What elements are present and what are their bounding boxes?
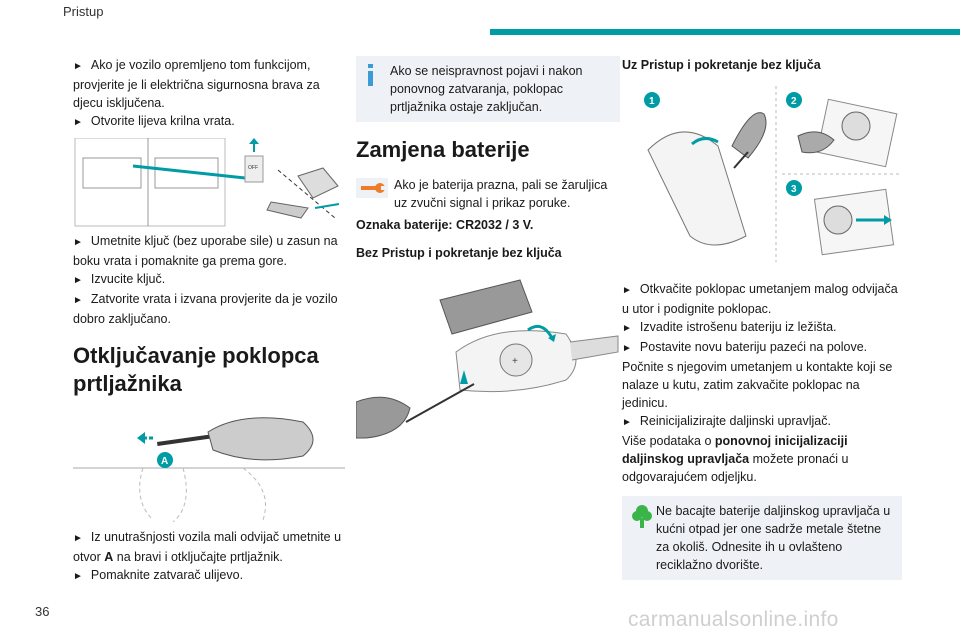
- van-door-illustration: OFF: [73, 137, 345, 228]
- section-heading: Otključavanje poklopca prtljažnika: [73, 343, 319, 396]
- step-text: Umetnite ključ (bez uporabe sile) u zasu…: [73, 232, 345, 270]
- keyless-battery-illustration: 1 2 3: [622, 86, 902, 262]
- step-text: Iz unutrašnjosti vozila mali odvijač ume…: [73, 528, 345, 566]
- step-text: Otvorite lijeva krilna vrata.: [73, 112, 345, 132]
- column-2: Ako se neispravnost pojavi i nakon ponov…: [355, 56, 620, 440]
- step-1-label: 1: [649, 96, 655, 107]
- paragraph-text: Počnite s njegovim umetanjem u kontakte …: [622, 360, 893, 410]
- column-3: Uz Pristup i pokretanje bez ključa 1 2 3…: [622, 56, 902, 590]
- battery-warning: Ako je baterija prazna, pali se žaruljic…: [356, 176, 620, 212]
- step-text: Ako je vozilo opremljeno tom funkcijom, …: [73, 56, 345, 112]
- step-3-label: 3: [791, 184, 797, 195]
- text-run: Iz unutrašnjosti vozila mali odvijač ume…: [73, 530, 342, 564]
- step-text: Izvadite istrošenu bateriju iz ležišta.: [622, 318, 902, 338]
- key-battery-illustration: +: [355, 272, 620, 440]
- section-heading: Zamjena baterije: [356, 137, 530, 162]
- paragraph: Iz unutrašnjosti vozila mali odvijač ume…: [73, 528, 345, 586]
- svg-text:OFF: OFF: [248, 165, 258, 171]
- step-text: Postavite novu bateriju pazeći na polove…: [622, 338, 902, 358]
- marker-a-label: A: [161, 456, 168, 467]
- text-run: na bravi i otključajte prtljažnik.: [113, 550, 283, 564]
- marker-a-icon: [157, 452, 173, 468]
- recycle-tree-icon: [632, 504, 652, 533]
- warning-text: Ako je baterija prazna, pali se žaruljic…: [394, 178, 608, 210]
- info-notice: Ako se neispravnost pojavi i nakon ponov…: [356, 56, 620, 122]
- step-text: Reinicijalizirajte daljinski upravljač.: [622, 412, 902, 432]
- text-run: možete pronaći u odgovarajućem odjeljku.: [622, 452, 849, 484]
- page-number: 36: [35, 604, 50, 619]
- subheading: Bez Pristup i pokretanje bez ključa: [356, 246, 562, 260]
- wrench-icon: [356, 178, 388, 203]
- info-icon: [366, 64, 376, 91]
- text-run-bold: A: [104, 550, 114, 564]
- header-section-label: Pristup: [63, 4, 104, 19]
- step-3-badge-icon: [786, 180, 802, 196]
- subheading: Uz Pristup i pokretanje bez ključa: [622, 58, 821, 72]
- svg-text:+: +: [512, 356, 518, 367]
- watermark: carmanualsonline.info: [628, 608, 839, 631]
- step-2-badge-icon: [786, 92, 802, 108]
- column-1: Ako je vozilo opremljeno tom funkcijom, …: [73, 56, 345, 586]
- notice-text: Ne bacajte baterije daljinskog upravljač…: [656, 504, 891, 572]
- battery-type: Oznaka baterije: CR2032 / 3 V.: [356, 218, 534, 232]
- step-text: Pomaknite zatvarač ulijevo.: [73, 566, 345, 586]
- paragraph-text: Više podataka o ponovnoj inicijalizaciji…: [622, 432, 902, 486]
- step-1-badge-icon: [644, 92, 660, 108]
- step-text: Izvucite ključ.: [73, 270, 345, 290]
- tailgate-unlock-illustration: A: [73, 410, 345, 523]
- notice-text: Ako se neispravnost pojavi i nakon ponov…: [390, 64, 583, 114]
- text-run-bold: ponovnoj inicijalizaciji daljinskog upra…: [622, 434, 848, 466]
- eco-notice: Ne bacajte baterije daljinskog upravljač…: [622, 496, 902, 580]
- step-2-label: 2: [791, 96, 797, 107]
- paragraph: Ako je vozilo opremljeno tom funkcijom, …: [73, 56, 345, 132]
- paragraph: Umetnite ključ (bez uporabe sile) u zasu…: [73, 232, 345, 328]
- step-text: Zatvorite vrata i izvana provjerite da j…: [73, 290, 345, 328]
- paragraph: Otkvačite poklopac umetanjem malog odvij…: [622, 280, 902, 486]
- step-text: Otkvačite poklopac umetanjem malog odvij…: [622, 280, 902, 318]
- header-accent-bar: [490, 29, 960, 35]
- text-run: Više podataka o: [622, 434, 715, 448]
